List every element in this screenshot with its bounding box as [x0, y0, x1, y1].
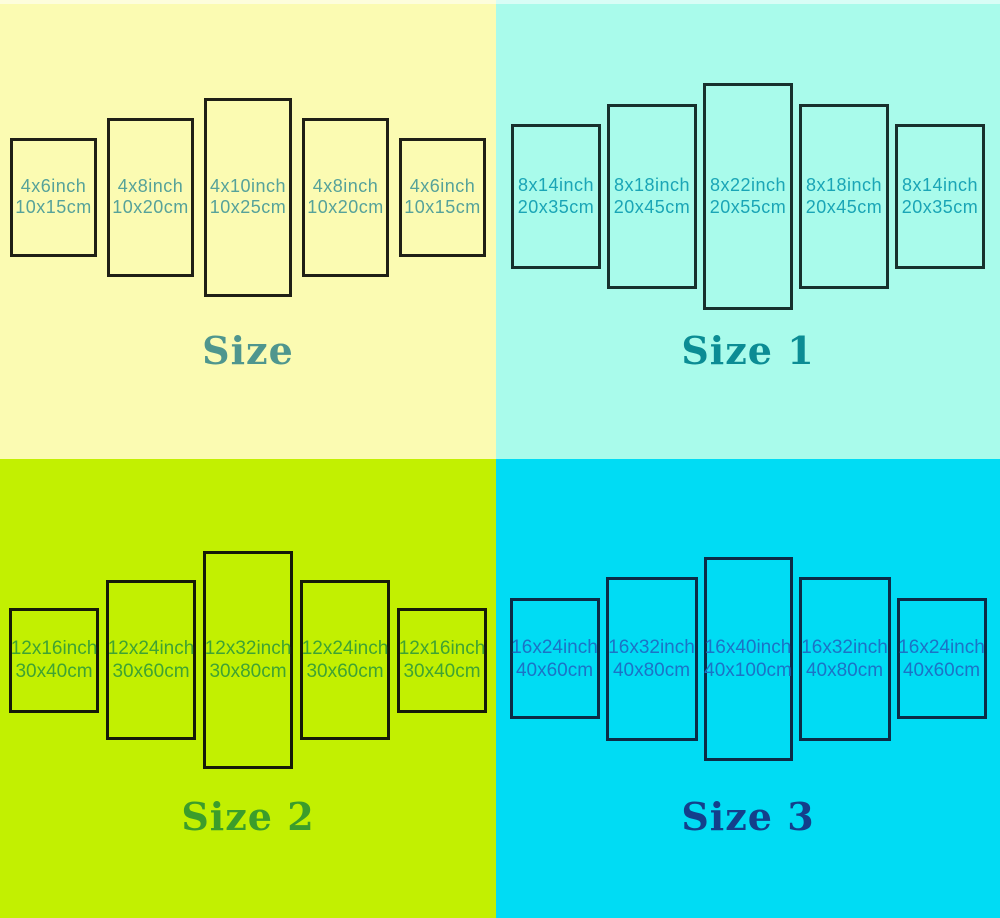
panel-rect: 4x6inch 10x15cm: [10, 137, 97, 257]
panel-size-inch: 16x32inch: [608, 636, 695, 658]
panel-size-inch: 16x24inch: [511, 636, 598, 658]
panel-size-inch: 4x10inch: [209, 176, 287, 196]
panel-size-cm: 10x25cm: [209, 197, 287, 217]
panel-size-inch: 12x24inch: [107, 638, 195, 659]
quadrant-size: 4x6inch 10x15cm 4x8inch 10x20cm 4x10inch…: [0, 0, 496, 459]
panel-size-inch: 16x32inch: [801, 636, 888, 658]
panel-size-cm: 10x15cm: [15, 197, 92, 217]
panel-row: 16x24inch 40x60cm 16x32inch 40x80cm 16x4…: [496, 556, 1000, 761]
panel-rect: 8x14inch 20x35cm: [895, 123, 985, 269]
panel-size-cm: 20x35cm: [517, 197, 595, 217]
panel-rect: 8x18inch 20x45cm: [607, 103, 697, 289]
panel-size-inch: 8x14inch: [517, 175, 595, 195]
panel-size-cm: 20x45cm: [613, 197, 691, 217]
size-group-label: Size 1: [681, 328, 815, 373]
panel-size-inch: 16x24inch: [898, 636, 985, 658]
panel-size-cm: 30x80cm: [209, 661, 287, 682]
size-group-label: Size 3: [681, 794, 815, 839]
panel-size-inch: 16x40inch: [704, 636, 792, 658]
panel-rect: 16x24inch 40x60cm: [509, 598, 600, 719]
panel-rect: 4x8inch 10x20cm: [302, 117, 389, 277]
panel-rect: 8x18inch 20x45cm: [799, 103, 889, 289]
panel-size-inch: 8x18inch: [805, 175, 883, 195]
panel-row: 8x14inch 20x35cm 8x18inch 20x45cm 8x22in…: [496, 82, 1000, 310]
panel-size-cm: 40x80cm: [805, 659, 884, 681]
panel-rect: 12x32inch 30x80cm: [203, 551, 293, 769]
panel-rect: 4x8inch 10x20cm: [107, 117, 194, 277]
quadrant-size-2: 12x16inch 30x40cm 12x24inch 30x60cm 12x3…: [0, 459, 496, 918]
panel-rect: 12x16inch 30x40cm: [397, 607, 487, 713]
panel-size-cm: 20x45cm: [805, 197, 883, 217]
panel-size-inch: 4x8inch: [117, 176, 184, 196]
panel-size-inch: 4x6inch: [20, 176, 87, 196]
panel-size-cm: 10x15cm: [404, 197, 481, 217]
panel-rect: 8x14inch 20x35cm: [511, 123, 601, 269]
panel-size-inch: 12x16inch: [398, 638, 486, 659]
panel-size-inch: 8x22inch: [709, 175, 787, 195]
panel-size-cm: 30x40cm: [403, 661, 481, 682]
panel-size-cm: 20x55cm: [709, 197, 787, 217]
panel-size-cm: 30x60cm: [112, 661, 190, 682]
panel-rect: 12x16inch 30x40cm: [9, 607, 99, 713]
panel-size-cm: 40x60cm: [902, 659, 981, 681]
panel-size-cm: 20x35cm: [901, 197, 979, 217]
panel-rect: 8x22inch 20x55cm: [703, 82, 793, 310]
panel-size-cm: 40x60cm: [515, 659, 594, 681]
panel-size-inch: 12x24inch: [301, 638, 389, 659]
panel-size-cm: 10x20cm: [307, 197, 384, 217]
panel-rect: 16x32inch 40x80cm: [798, 576, 891, 741]
panel-size-cm: 30x40cm: [15, 661, 93, 682]
panel-size-inch: 4x8inch: [312, 176, 379, 196]
quadrant-size-1: 8x14inch 20x35cm 8x18inch 20x45cm 8x22in…: [496, 0, 1000, 459]
panel-size-inch: 4x6inch: [409, 176, 476, 196]
panel-size-inch: 8x18inch: [613, 175, 691, 195]
panel-rect: 12x24inch 30x60cm: [106, 580, 196, 740]
panel-rect: 16x24inch 40x60cm: [896, 598, 987, 719]
panel-rect: 16x32inch 40x80cm: [605, 576, 698, 741]
panel-rect: 4x10inch 10x25cm: [204, 97, 292, 297]
quadrant-size-3: 16x24inch 40x60cm 16x32inch 40x80cm 16x4…: [496, 459, 1000, 918]
panel-row: 4x6inch 10x15cm 4x8inch 10x20cm 4x10inch…: [0, 97, 496, 297]
panel-row: 12x16inch 30x40cm 12x24inch 30x60cm 12x3…: [0, 551, 496, 769]
panel-size-inch: 8x14inch: [901, 175, 979, 195]
panel-size-inch: 12x16inch: [10, 638, 98, 659]
panel-size-cm: 40x100cm: [704, 659, 792, 681]
panel-size-cm: 30x60cm: [306, 661, 384, 682]
panel-size-cm: 10x20cm: [112, 197, 189, 217]
size-group-label: Size: [202, 328, 294, 373]
panel-rect: 12x24inch 30x60cm: [300, 580, 390, 740]
size-group-label: Size 2: [181, 794, 315, 839]
panel-rect: 16x40inch 40x100cm: [703, 556, 793, 761]
panel-rect: 4x6inch 10x15cm: [399, 137, 486, 257]
panel-size-inch: 12x32inch: [204, 638, 292, 659]
panel-size-cm: 40x80cm: [612, 659, 691, 681]
